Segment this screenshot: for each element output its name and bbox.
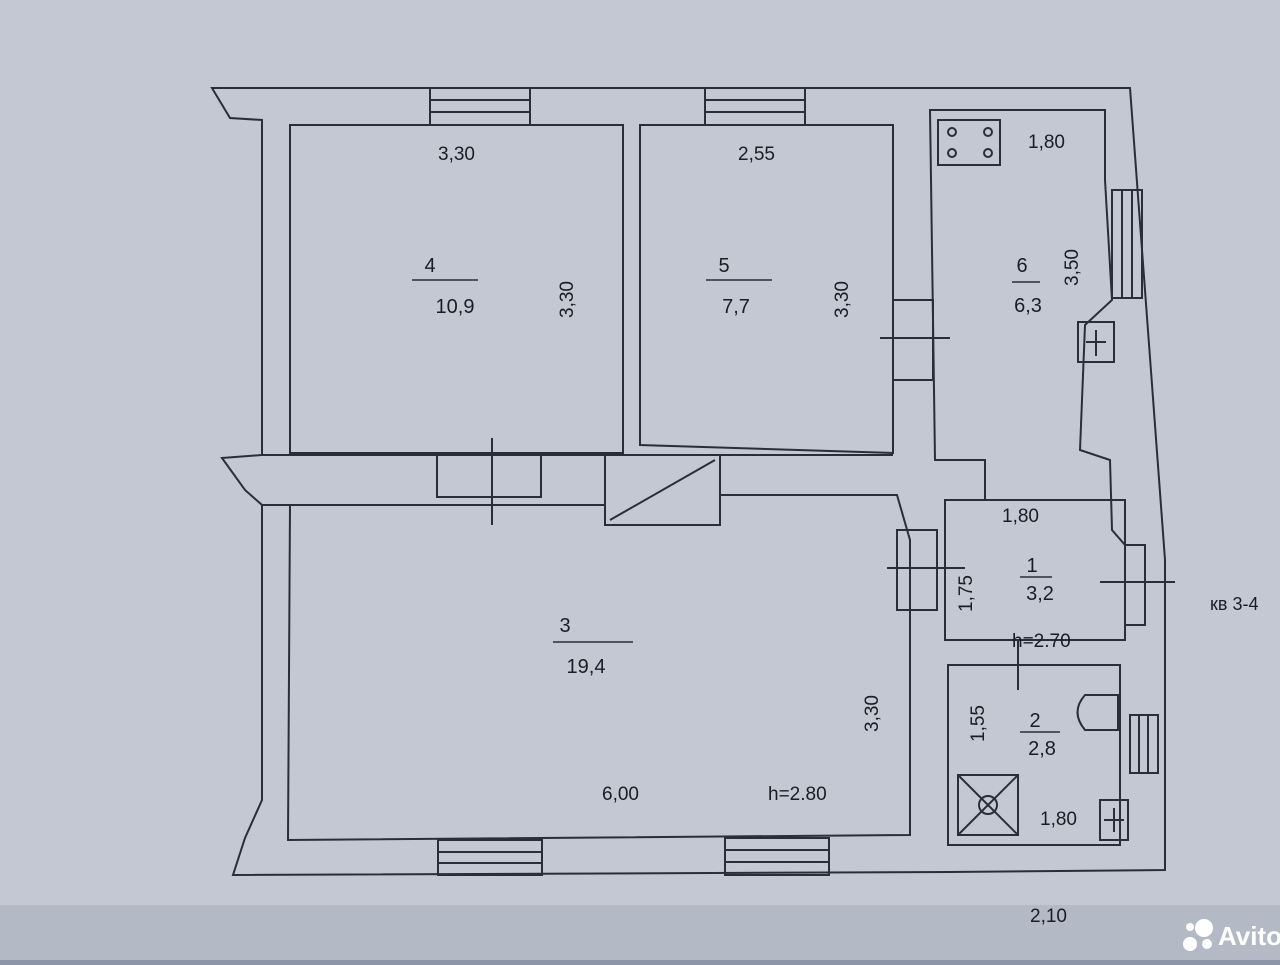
sink-icon-bath bbox=[1099, 799, 1129, 841]
room-area: 6,3 bbox=[1014, 295, 1042, 317]
room-number: 4 bbox=[424, 255, 435, 277]
avito-logo-icon bbox=[1183, 919, 1213, 951]
room-label-3: 3 19,4 bbox=[553, 615, 633, 678]
shower-tray-icon bbox=[957, 774, 1019, 836]
room-number: 6 bbox=[1016, 255, 1027, 277]
room-area: 10,9 bbox=[436, 296, 475, 318]
room-label-6: 6 6,3 bbox=[1012, 255, 1042, 317]
room-area: 3,2 bbox=[1026, 583, 1054, 605]
room-area: 2,8 bbox=[1028, 738, 1056, 760]
dim-bath-width: 1,80 bbox=[1040, 809, 1077, 830]
dim-room6-depth: 3,50 bbox=[1062, 249, 1083, 286]
room-number: 5 bbox=[718, 255, 729, 277]
dim-room3-height: h=2.80 bbox=[768, 784, 827, 805]
dim-room6-width: 1,80 bbox=[1028, 132, 1065, 153]
dim-room3-depth: 3,30 bbox=[862, 695, 883, 732]
dim-hall-width: 1,80 bbox=[1002, 506, 1039, 527]
room-label-1: 1 3,2 bbox=[1020, 555, 1054, 605]
walls bbox=[210, 87, 1175, 877]
dim-room5-width: 2,55 bbox=[738, 144, 775, 165]
room-number: 1 bbox=[1026, 555, 1037, 577]
dim-room4-width: 3,30 bbox=[438, 144, 475, 165]
dim-room5-depth: 3,30 bbox=[832, 281, 853, 318]
room-label-4: 4 10,9 bbox=[412, 255, 478, 318]
paper-shadow-bottom bbox=[0, 905, 1280, 960]
dim-room3-width: 6,00 bbox=[602, 784, 639, 805]
dim-hall-height: h=2.70 bbox=[1012, 631, 1071, 652]
dim-outer-width: 2,10 bbox=[1030, 906, 1067, 927]
dim-room4-depth: 3,30 bbox=[557, 281, 578, 318]
dim-hall-depth: 1,75 bbox=[956, 575, 977, 612]
stove-icon bbox=[937, 119, 1001, 166]
watermark-brand: Avito bbox=[1218, 921, 1280, 951]
toilet-icon bbox=[1076, 694, 1119, 731]
dim-bath-depth: 1,55 bbox=[968, 705, 989, 742]
room-label-2: 2 2,8 bbox=[1020, 710, 1060, 760]
room-area: 19,4 bbox=[567, 656, 606, 678]
sink-icon-kitchen bbox=[1077, 321, 1115, 363]
watermark: Avito bbox=[1183, 919, 1280, 951]
room-area: 7,7 bbox=[722, 296, 750, 318]
room-number: 3 bbox=[559, 615, 570, 637]
room-label-5: 5 7,7 bbox=[706, 255, 772, 318]
room-number: 2 bbox=[1029, 710, 1040, 732]
neighbor-apartment-label: кв 3-4 bbox=[1210, 594, 1258, 614]
